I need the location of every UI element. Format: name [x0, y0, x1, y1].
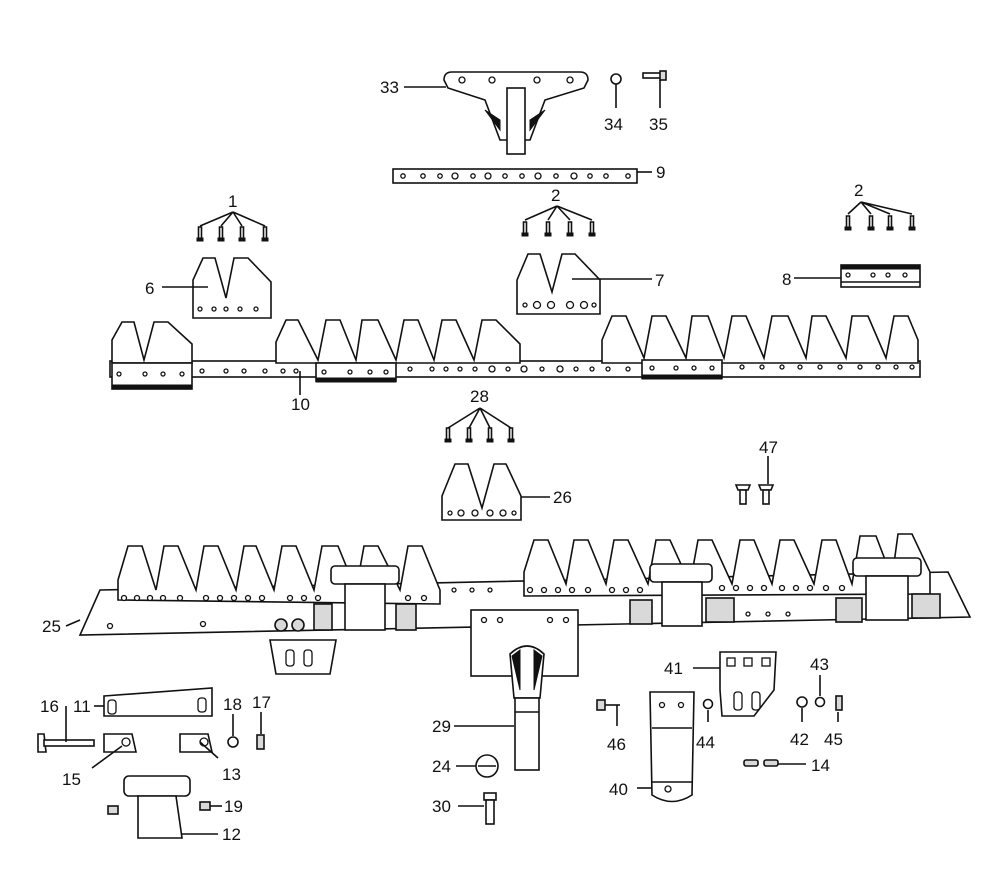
- part-24-pin-clip: [475, 754, 499, 778]
- part-47-bolts: [734, 484, 775, 505]
- part-25-cutter-bar: [78, 533, 972, 675]
- part-42-washer: [796, 696, 808, 708]
- part-16-bolt: [256, 734, 265, 750]
- callout-6: 6: [145, 279, 154, 298]
- callout-16: 17: [252, 693, 271, 712]
- callout-28: 28: [470, 387, 489, 406]
- part-11-plate: [103, 687, 213, 717]
- part-14-spacer: [103, 733, 137, 753]
- callout-10: 10: [291, 395, 310, 414]
- part-33-hanger: [443, 71, 589, 155]
- callout-labels: 33 34 35 9 1 2 2 6 7 8 10 28 26 47 25 16…: [40, 78, 863, 844]
- callout-30: 30: [432, 797, 451, 816]
- part-12-clip: [123, 775, 191, 839]
- callout-12: 12: [222, 825, 241, 844]
- part-2-rivets-right: [844, 201, 916, 231]
- part-45-bolt: [835, 695, 843, 711]
- callout-47: 47: [759, 438, 778, 457]
- part-34-washer: [610, 73, 622, 108]
- callout-34: 34: [604, 115, 623, 134]
- callout-2-center: 2: [551, 186, 560, 205]
- callout-46: 46: [607, 735, 626, 754]
- callout-24: 24: [432, 757, 451, 776]
- callout-11: 11: [73, 697, 91, 716]
- callout-40: 40: [609, 780, 628, 799]
- callout-13: 13: [222, 765, 241, 784]
- part-26-section: [441, 463, 522, 521]
- callout-41: 41: [664, 659, 683, 678]
- callout-19: 14: [811, 756, 830, 775]
- callout-26: 26: [553, 488, 572, 507]
- callout-7: 7: [655, 271, 664, 290]
- callout-33: 33: [380, 78, 399, 97]
- callout-29: 29: [432, 717, 451, 736]
- part-19-bolts: [743, 759, 779, 767]
- part-1-rivets: [196, 211, 269, 242]
- callout-43: 43: [810, 655, 829, 674]
- callout-8: 8: [782, 270, 791, 289]
- callout-2-right: 2: [854, 181, 863, 200]
- callout-45: 45: [824, 730, 843, 749]
- callout-15: 16: [40, 697, 59, 716]
- callout-18: 19: [224, 797, 243, 816]
- callout-1: 1: [228, 192, 237, 211]
- part-2-rivets-center: [521, 205, 596, 237]
- part-40-strap: [649, 691, 695, 803]
- part-15-bolt: [37, 733, 95, 753]
- part-29-pitman: [470, 609, 579, 771]
- leader-lines: [65, 86, 841, 835]
- callout-9: 9: [656, 163, 665, 182]
- callout-44: 44: [696, 733, 715, 752]
- callout-14: 15: [62, 770, 81, 789]
- part-30-pin: [483, 792, 497, 825]
- part-8-clip: [840, 264, 921, 288]
- callout-17: 18: [223, 695, 242, 714]
- part-44-washer: [702, 698, 714, 710]
- part-17-washer: [227, 736, 239, 748]
- part-10-knife-assembly: [109, 315, 921, 390]
- part-41-bracket: [719, 651, 777, 717]
- part-28-rivets: [444, 407, 515, 443]
- callout-42: 42: [790, 730, 809, 749]
- part-6-section: [192, 257, 272, 319]
- part-9-bar: [392, 168, 638, 184]
- part-7-section: [516, 253, 601, 315]
- callout-25: 25: [42, 617, 61, 636]
- part-35-bolt: [642, 70, 667, 108]
- callout-35: 35: [649, 115, 668, 134]
- part-43-washer: [814, 696, 826, 708]
